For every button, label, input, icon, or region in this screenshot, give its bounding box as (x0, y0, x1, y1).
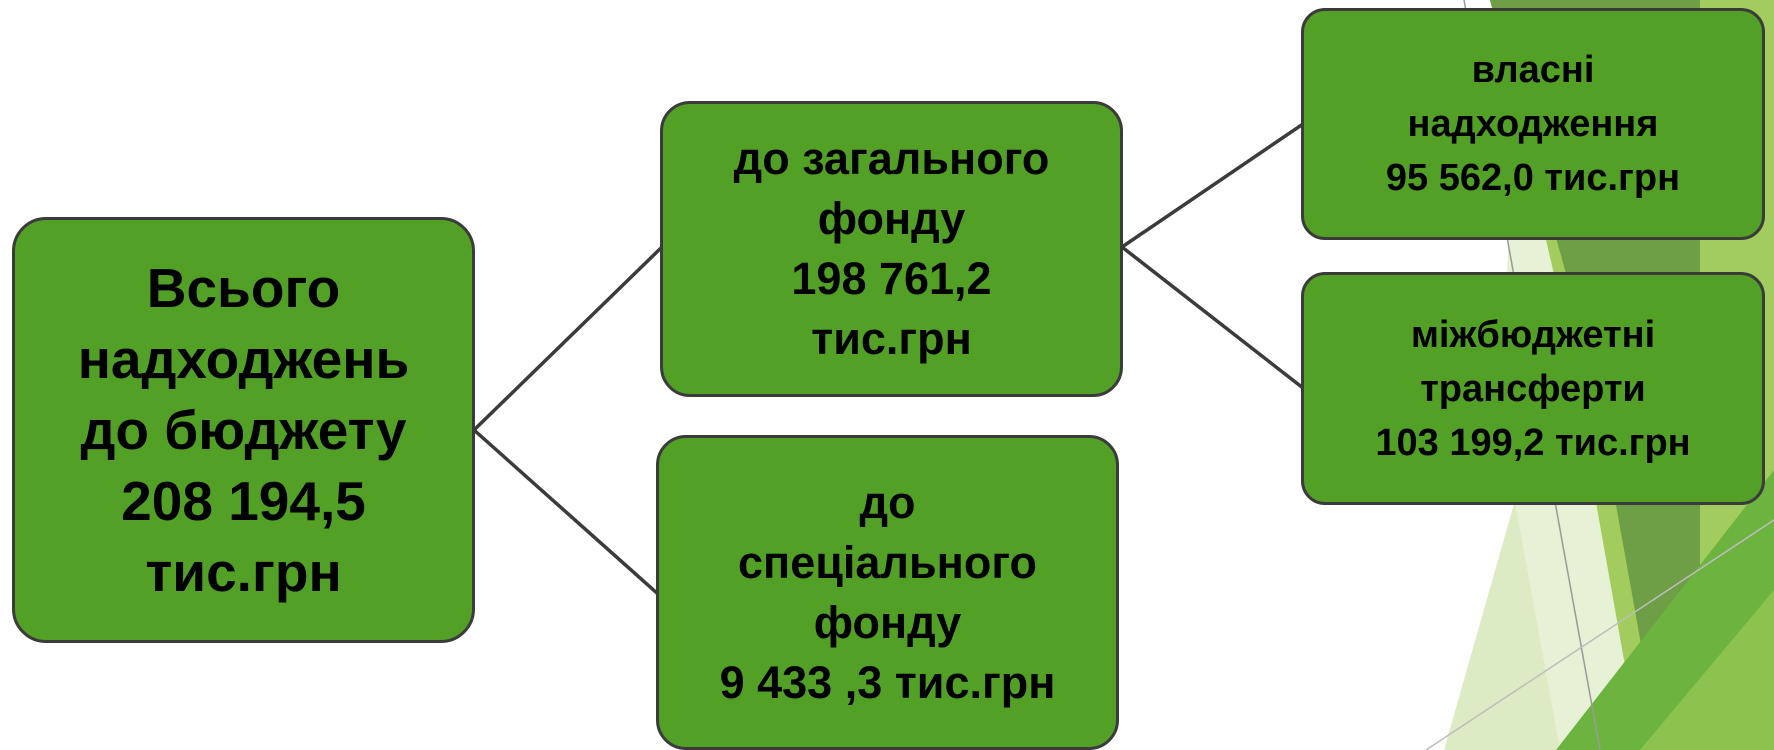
connector-general-to-transfers (1120, 245, 1305, 390)
own-revenues-box: власні надходження 95 562,0 тис.грн (1301, 8, 1765, 240)
total-revenue-unit: тис.грн (145, 540, 342, 603)
own-revenues-text: власні надходження 95 562,0 тис.грн (1386, 43, 1680, 205)
decor-thin-line-b (1425, 519, 1774, 750)
connector-total-to-special (472, 428, 660, 596)
general-fund-line-2: фонду (817, 193, 966, 244)
transfers-box: міжбюджетні трансферти 103 199,2 тис.грн (1301, 272, 1765, 505)
special-fund-line-1: до (859, 476, 916, 528)
total-revenue-line-3: до бюджету (80, 398, 407, 461)
general-fund-box: до загального фонду 198 761,2 тис.грн (660, 101, 1123, 397)
own-revenues-amount: 95 562,0 тис.грн (1385, 157, 1681, 199)
special-fund-amount: 9 433 ,3 тис.грн (719, 656, 1056, 708)
general-fund-text: до загального фонду 198 761,2 тис.грн (734, 129, 1050, 369)
special-fund-box: до спеціального фонду 9 433 ,3 тис.грн (656, 435, 1119, 750)
connector-general-to-own (1121, 122, 1304, 249)
total-revenue-box: Всього надходжень до бюджету 208 194,5 т… (12, 217, 475, 643)
transfers-amount: 103 199,2 тис.грн (1375, 421, 1691, 464)
special-fund-text: до спеціального фонду 9 433 ,3 тис.грн (720, 473, 1056, 713)
total-revenue-line-2: надходжень (77, 327, 410, 390)
connector-total-to-general (472, 245, 664, 432)
own-revenues-line-2: надходження (1407, 103, 1659, 145)
special-fund-line-2: спеціального (738, 536, 1037, 588)
transfers-line-1: міжбюджетні (1410, 313, 1656, 356)
general-fund-unit: тис.грн (811, 313, 972, 364)
total-revenue-text: Всього надходжень до бюджету 208 194,5 т… (78, 253, 410, 608)
total-revenue-line-1: Всього (146, 256, 341, 319)
transfers-text: міжбюджетні трансферти 103 199,2 тис.грн (1375, 308, 1690, 470)
total-revenue-amount: 208 194,5 (121, 469, 366, 532)
own-revenues-line-1: власні (1471, 49, 1595, 91)
transfers-line-2: трансферти (1420, 367, 1646, 410)
decor-light-corner (1640, 590, 1774, 750)
general-fund-line-1: до загального (733, 133, 1050, 184)
general-fund-amount: 198 761,2 (791, 253, 992, 304)
special-fund-line-3: фонду (813, 596, 962, 648)
